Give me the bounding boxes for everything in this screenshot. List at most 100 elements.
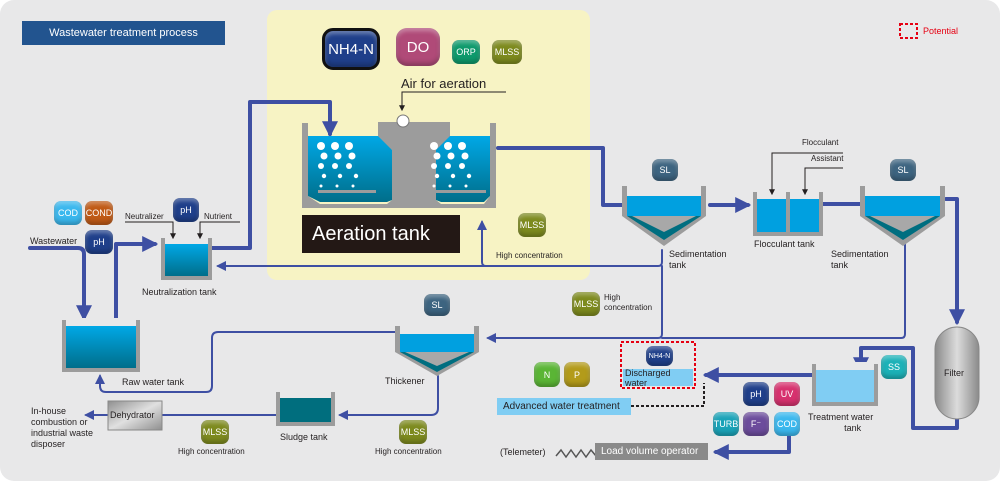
flocculant-feed-line xyxy=(769,152,843,196)
neutralization-tank xyxy=(161,236,212,280)
air-bubble xyxy=(430,142,438,150)
flocculant-feed-label: Flocculant xyxy=(802,138,839,147)
flocculant-tank-label: Flocculant tank xyxy=(754,239,815,249)
potential-discharge-box xyxy=(620,341,696,389)
p-sensor-badge[interactable]: P xyxy=(564,362,590,387)
sl-thickener-badge[interactable]: SL xyxy=(424,294,450,316)
raw-water-tank xyxy=(62,318,140,372)
telemeter-zigzag-icon xyxy=(555,448,597,459)
cod-analyzer-badge[interactable]: COD xyxy=(774,412,800,436)
sludge-return-note: High concentration xyxy=(604,293,653,312)
nutrient-feed-line xyxy=(197,221,240,240)
pipe-sludge-return-to-aeration xyxy=(477,220,663,267)
mlss-sludge-return-badge[interactable]: MLSS xyxy=(572,292,600,316)
air-bubble xyxy=(431,163,437,169)
do-sensor-badge[interactable]: DO xyxy=(396,28,440,66)
flocculant-tank xyxy=(753,190,823,236)
return-high-concentration-note: High concentration xyxy=(496,251,563,260)
orp-sensor-badge[interactable]: ORP xyxy=(452,40,480,64)
sl-sed1-badge[interactable]: SL xyxy=(652,159,678,181)
neutralizer-feed-line xyxy=(125,221,176,240)
air-bubble xyxy=(445,163,451,169)
pipe-sed2-to-thickener xyxy=(661,243,906,339)
mlss-thickener-badge[interactable]: MLSS xyxy=(399,420,427,444)
disposal-destination-label: In-house combustion or industrial waste … xyxy=(31,406,94,449)
mlss-sludge-badge[interactable]: MLSS xyxy=(201,420,229,444)
treatment-water-tank xyxy=(812,362,878,406)
sludge-tank xyxy=(276,390,335,426)
pipe-neutralization-to-aeration xyxy=(209,100,338,250)
sedimentation-tank-2 xyxy=(860,186,945,246)
air-bubble xyxy=(351,184,355,188)
sedimentation-tank-1-label: Sedimentation tank xyxy=(669,249,727,270)
mlss-sensor-badge-aeration[interactable]: MLSS xyxy=(492,40,522,64)
discharged-water-box: Discharged water xyxy=(623,368,693,388)
page-title: Wastewater treatment process xyxy=(22,21,225,45)
air-bubble xyxy=(318,163,324,169)
pipe-sed-to-thickener xyxy=(486,265,663,343)
air-bubble xyxy=(337,173,343,179)
air-bubble xyxy=(334,152,342,160)
turb-analyzer-badge[interactable]: TURB xyxy=(713,412,739,436)
air-bubble xyxy=(319,184,323,188)
wastewater-label: Wastewater xyxy=(30,236,78,246)
air-bubble xyxy=(432,184,436,188)
sludge-high-concentration-note: High concentration xyxy=(178,447,245,456)
dehydrator-label: Dehydrator xyxy=(110,410,155,420)
pipe-aeration-to-sedimentation xyxy=(496,146,644,213)
air-bubble xyxy=(459,163,465,169)
potential-legend-box xyxy=(899,23,918,39)
sl-sed2-badge[interactable]: SL xyxy=(890,159,916,181)
uv-analyzer-badge[interactable]: UV xyxy=(774,382,800,406)
neutralization-tank-label: Neutralization tank xyxy=(142,287,217,297)
thickener-high-concentration-note: High concentration xyxy=(375,447,442,456)
ph-analyzer-badge[interactable]: pH xyxy=(743,382,769,406)
air-bubble xyxy=(335,184,339,188)
ss-sensor-badge[interactable]: SS xyxy=(881,355,907,379)
air-bubble xyxy=(448,184,452,188)
air-bubble xyxy=(332,163,338,169)
ph-inlet-badge[interactable]: pH xyxy=(85,230,113,254)
pipe-wastewater-inlet xyxy=(28,246,92,322)
air-bubble xyxy=(345,142,353,150)
air-bubble xyxy=(433,152,441,160)
pipe-raw-to-neutralization xyxy=(114,236,159,324)
load-volume-operator-box: Load volume operator xyxy=(595,443,708,460)
sludge-tank-label: Sludge tank xyxy=(280,432,328,442)
sedimentation-tank-2-label: Sedimentation tank xyxy=(831,249,889,270)
telemeter-label: (Telemeter) xyxy=(500,447,546,457)
pipe-thickener-to-raw xyxy=(95,331,396,393)
nh4n-sensor-badge[interactable]: NH4-N xyxy=(322,28,380,70)
pipe-analyzer-to-operator xyxy=(712,434,791,460)
mlss-return-badge[interactable]: MLSS xyxy=(518,213,546,237)
air-bubble xyxy=(447,152,455,160)
aeration-tank-label: Aeration tank xyxy=(302,215,460,253)
air-bubble xyxy=(444,142,452,150)
air-bubble xyxy=(331,142,339,150)
assistant-feed-label: Assistant xyxy=(811,154,844,163)
air-bubbles xyxy=(317,142,472,188)
air-bubble xyxy=(353,173,359,179)
pipe-thickener-to-sludge xyxy=(338,375,439,420)
assistant-feed-line xyxy=(802,167,843,196)
air-bubble xyxy=(321,173,327,179)
fluoride-analyzer-badge[interactable]: F⁻ xyxy=(743,412,769,436)
air-bubble xyxy=(461,152,469,160)
sedimentation-tank-1 xyxy=(622,186,706,246)
aeration-tank xyxy=(302,114,496,208)
air-bubble xyxy=(320,152,328,160)
air-bubble xyxy=(466,173,472,179)
n-sensor-badge[interactable]: N xyxy=(534,362,560,387)
nutrient-label: Nutrient xyxy=(204,212,233,221)
aeration-diffuser xyxy=(396,114,410,128)
nh4n-discharge-badge[interactable]: NH4-N xyxy=(646,346,673,366)
air-bubble xyxy=(464,184,468,188)
cond-inlet-badge[interactable]: COND xyxy=(85,201,113,225)
air-bubble xyxy=(434,173,440,179)
cod-inlet-badge[interactable]: COD xyxy=(54,201,82,225)
thickener xyxy=(395,326,479,376)
air-bubble xyxy=(346,163,352,169)
ph-neutralization-badge[interactable]: pH xyxy=(173,198,199,222)
pipe-sed2-to-filter xyxy=(944,197,965,326)
